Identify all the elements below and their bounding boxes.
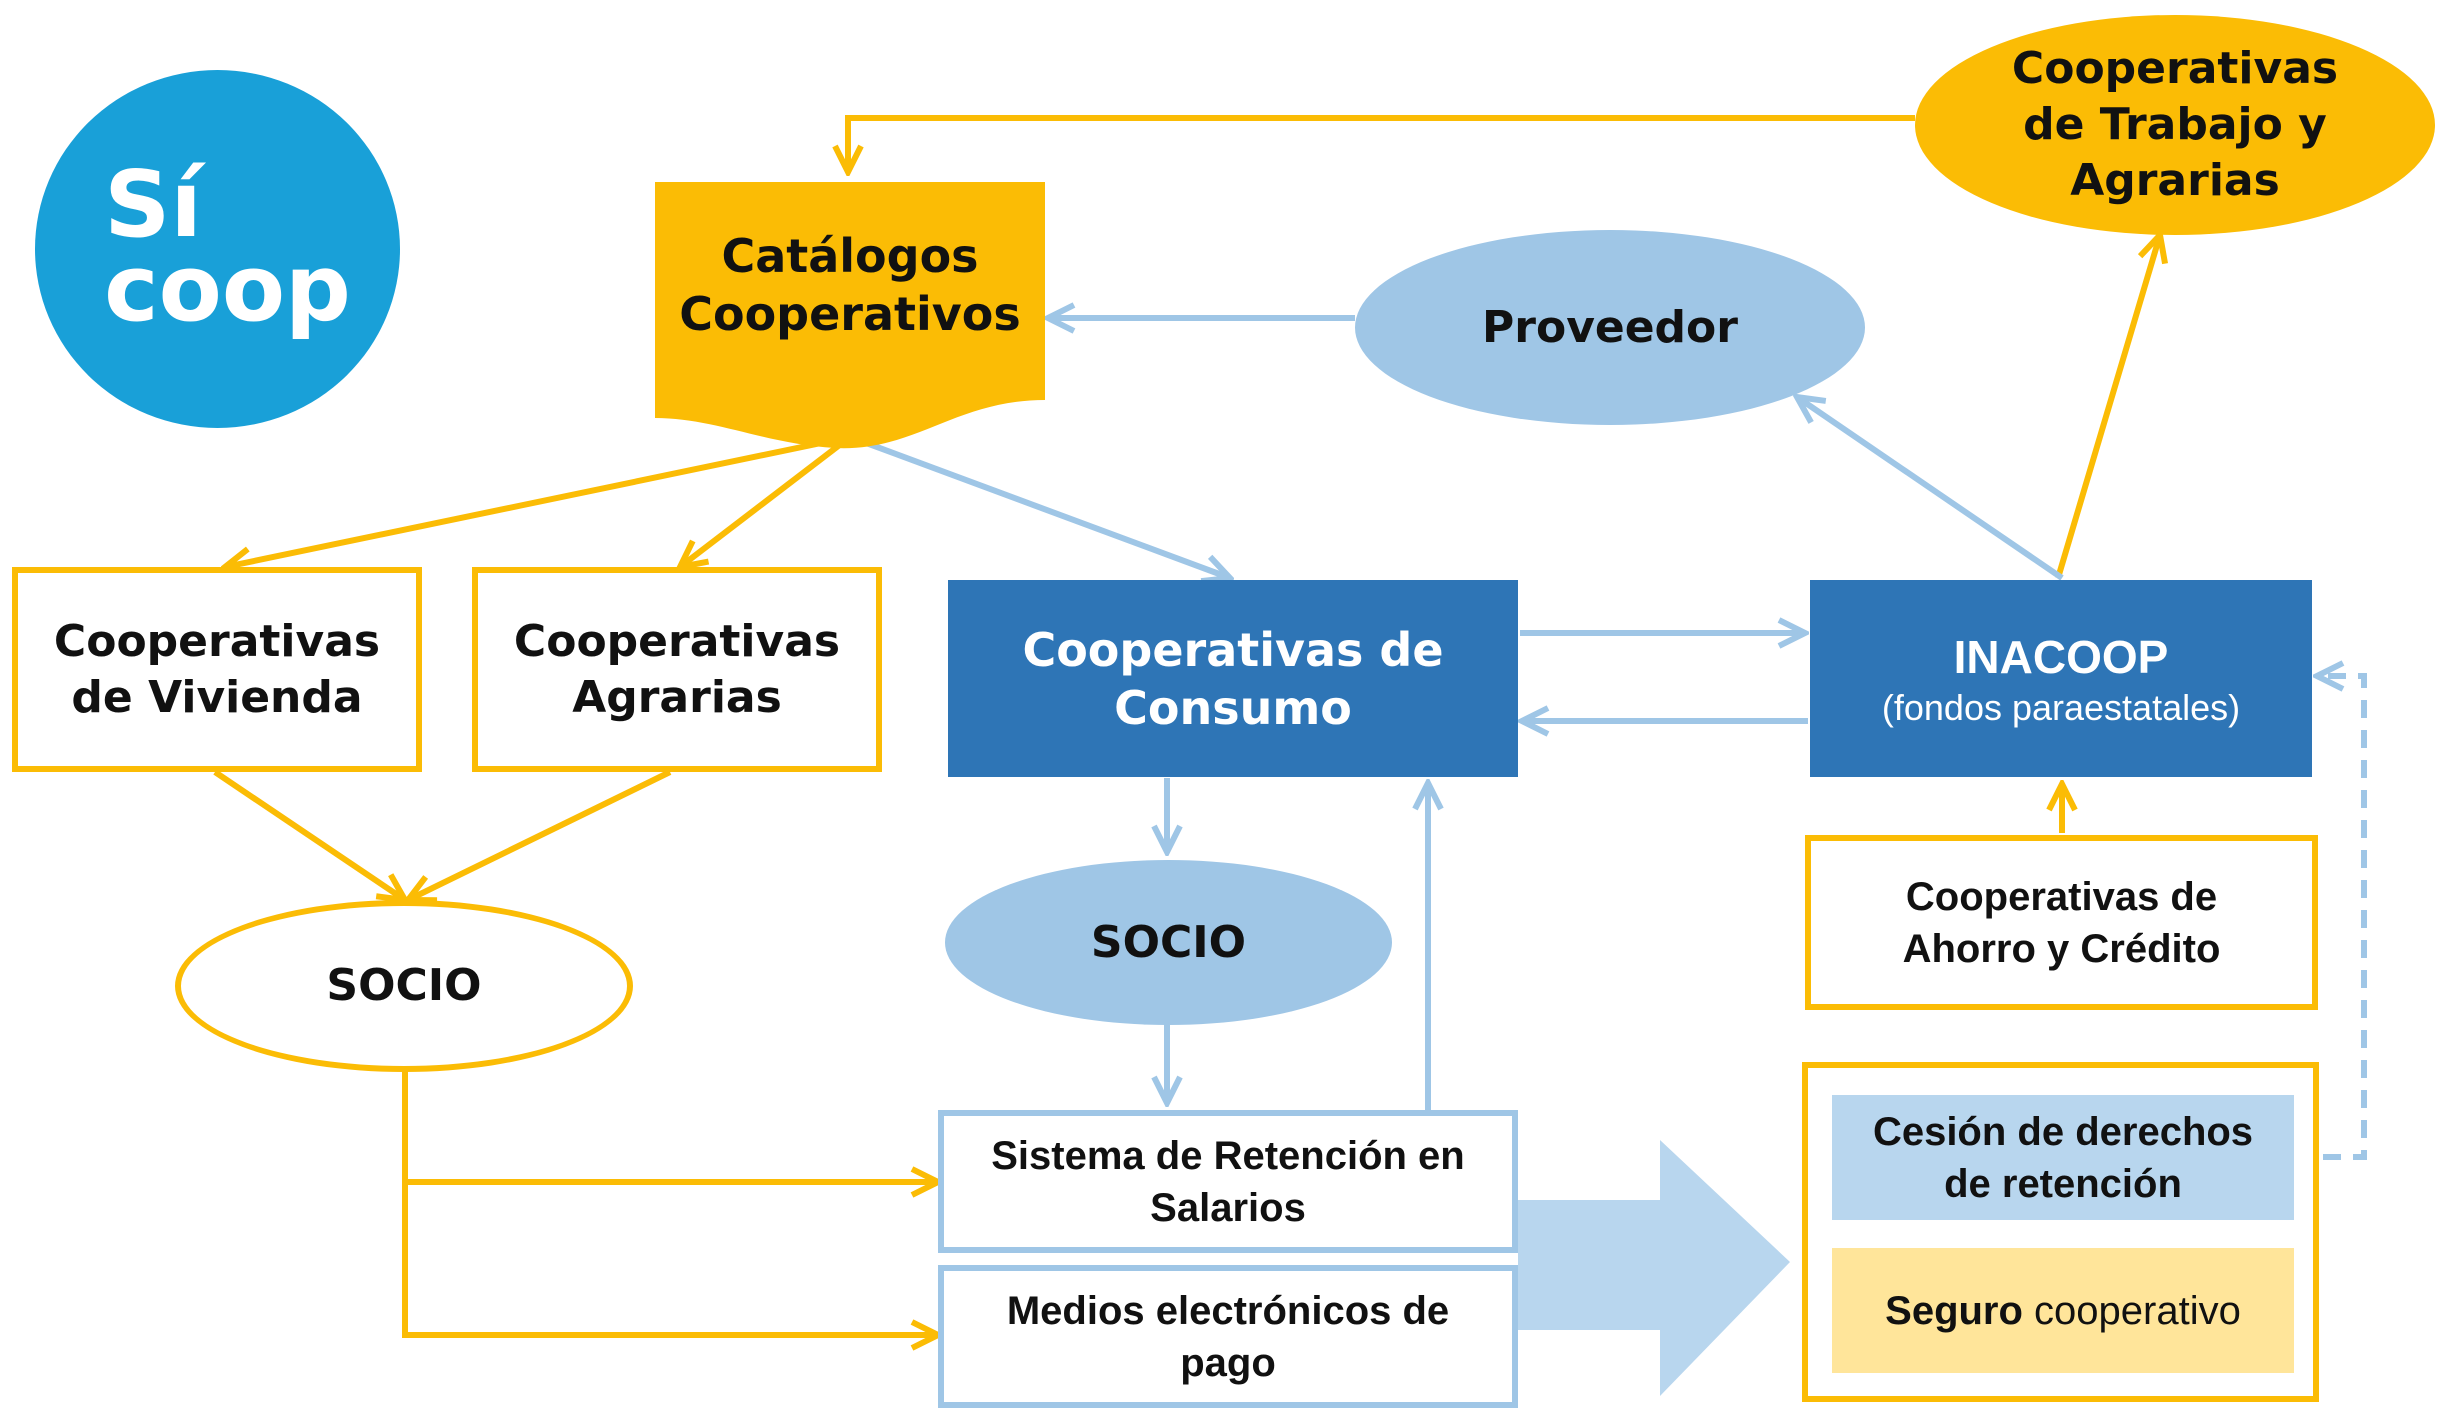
consumo-line1: Cooperativas de [1022,622,1444,677]
consumo-line2: Consumo [1114,680,1352,735]
trabajo-line1: Cooperativas [2011,43,2339,94]
node-inacoop: INACOOP (fondos paraestatales) [1810,580,2312,777]
vivienda-line2: de Vivienda [71,671,363,723]
seguro-bold: Seguro [1885,1288,2023,1333]
catalogos-line2: Cooperativos [679,287,1021,341]
logo-line2: coop [104,235,351,342]
cesion-line2: de retención [1944,1161,2182,1206]
inacoop-title: INACOOP [1953,630,2169,683]
node-seguro-cooperativo: Seguro cooperativo [1832,1248,2294,1373]
catalogos-shape [655,182,1045,449]
agrarias-line1: Cooperativas [513,615,841,667]
retencion-line2: Salarios [1150,1185,1306,1230]
node-cooperativas-trabajo-agrarias: Cooperativas de Trabajo y Agrarias [1915,15,2435,235]
medios-line2: pago [1180,1340,1276,1385]
node-proveedor: Proveedor [1355,230,1865,425]
arrow-catalogos-to-consumo [848,434,1230,578]
trabajo-line2: de Trabajo y [2023,99,2327,150]
sicoop-logo: Sí coop [35,70,400,428]
node-cesion-derechos: Cesión de derechos de retención [1832,1095,2294,1220]
arrow-catalogos-to-vivienda [225,434,851,567]
node-cooperativas-ahorro-credito: Cooperativas de Ahorro y Crédito [1805,835,2318,1010]
catalogos-line1: Catálogos [721,229,979,283]
node-socio-mid: SOCIO [945,860,1392,1025]
arrow-socio-to-medios [402,1070,938,1335]
cesion-line1: Cesión de derechos [1872,1109,2254,1154]
socio-mid-label: SOCIO [1090,916,1247,968]
ahorro-line1: Cooperativas de [1905,874,2218,919]
node-cooperativas-vivienda: Cooperativas de Vivienda [12,567,422,772]
node-medios-electronicos: Medios electrónicos de pago [938,1265,1518,1408]
arrow-trabajo-to-catalogos [848,115,1915,172]
arrow-agrarias-to-socio [408,769,672,900]
node-cooperativas-consumo: Cooperativas de Consumo [948,580,1518,777]
vivienda-line1: Cooperativas [53,615,381,667]
medios-line1: Medios electrónicos de [1006,1288,1450,1333]
retencion-line1: Sistema de Retención en [991,1133,1465,1178]
dashed-arrow-cesion-to-inacoop [2293,676,2367,1160]
blue-connectors [848,318,2367,1160]
proveedor-label: Proveedor [1482,301,1738,353]
seguro-rest: cooperativo [2022,1288,2241,1333]
arrow-vivienda-to-socio [213,769,405,900]
node-cooperativas-agrarias: Cooperativas Agrarias [472,567,882,772]
arrow-inacoop-to-proveedor [1797,397,2064,581]
big-arrow-to-cesion [1518,1140,1790,1396]
arrow-catalogos-to-agrarias [680,434,852,567]
logo-line1: Sí [104,151,202,258]
trabajo-line3: Agrarias [2070,155,2280,206]
agrarias-line2: Agrarias [572,671,782,723]
yellow-connectors [213,115,2160,1335]
arrow-inacoop-to-trabajo [2055,235,2160,579]
ahorro-line2: Ahorro y Crédito [1902,926,2221,971]
cesion-seguro-container: Cesión de derechos de retención Seguro c… [1802,1062,2319,1402]
socio-left-label: SOCIO [326,960,482,1011]
inacoop-subtitle: (fondos paraestatales) [1881,686,2241,728]
node-sistema-retencion: Sistema de Retención en Salarios [938,1110,1518,1253]
node-catalogos-cooperativos: Catálogos Cooperativos [655,210,1045,360]
node-socio-left: SOCIO [175,900,633,1072]
